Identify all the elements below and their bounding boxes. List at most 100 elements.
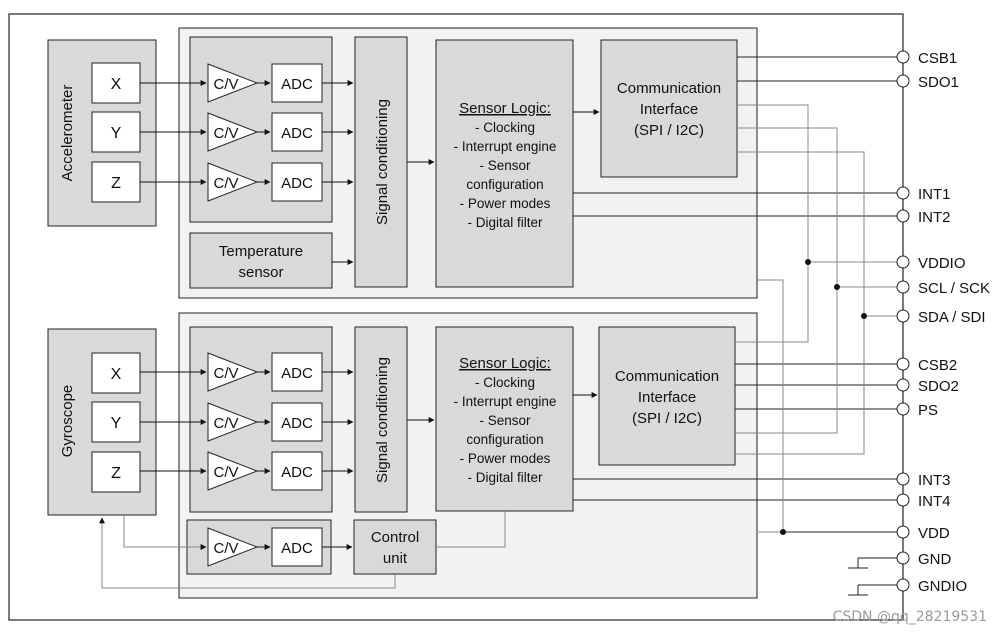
pin-int3-label: INT3 xyxy=(918,472,951,489)
pin-vddio-label: VDDIO xyxy=(918,255,966,272)
pin-int2-label: INT2 xyxy=(918,209,951,226)
junction-dots xyxy=(780,259,867,535)
pin-int4: INT4 xyxy=(896,493,951,510)
gyro-axis-x-box xyxy=(91,352,141,394)
pin-csb2: CSB2 xyxy=(896,357,957,374)
accel-sensor-logic-block xyxy=(435,39,574,288)
gyro-row-y: C/V ADC xyxy=(207,402,323,442)
gyro-comm-line-1: Communication xyxy=(615,368,719,385)
gyro-axis-z-box xyxy=(91,451,141,493)
pin-int4-label: INT4 xyxy=(918,493,951,510)
gyro-logic-line-4: configuration xyxy=(466,432,543,447)
accel-row-x: C/V ADC xyxy=(207,63,323,103)
gyro-comm-line-2: Interface xyxy=(638,389,696,406)
bus-wiring xyxy=(735,104,897,533)
control-unit-block xyxy=(353,519,437,575)
gyro-adc-x: ADC xyxy=(281,365,313,382)
accel-signal-arrows xyxy=(140,80,600,265)
pin-int2: INT2 xyxy=(896,209,951,226)
accel-adc-z: ADC xyxy=(281,175,313,192)
pin-scl-sck: SCL / SCK xyxy=(896,280,990,297)
gyro-axis-z: Z xyxy=(111,465,121,482)
accel-comm-line-2: Interface xyxy=(640,101,698,118)
control-unit-label-2: unit xyxy=(383,550,408,567)
gyro-logic-line-1: - Clocking xyxy=(475,375,535,390)
accel-cv-z: C/V xyxy=(213,175,238,192)
pin-ps: PS xyxy=(896,402,938,419)
gyro-axis-y-box xyxy=(91,401,141,443)
accel-logic-line-3: - Sensor xyxy=(479,158,531,173)
accel-row-y: C/V ADC xyxy=(207,112,323,152)
gyro-cv-x: C/V xyxy=(213,365,238,382)
control-unit-label-1: Control xyxy=(371,529,419,546)
watermark: CSDN @qq_28219531 xyxy=(833,609,987,625)
accel-sensor-logic-title: Sensor Logic: xyxy=(459,100,551,117)
pin-int1-label: INT1 xyxy=(918,186,951,203)
temperature-sensor-label-1: Temperature xyxy=(219,243,303,260)
gyro-sensor-logic-title: Sensor Logic: xyxy=(459,355,551,372)
gyro-logic-line-2: - Interrupt engine xyxy=(454,394,557,409)
gyro-drive-cv: C/V xyxy=(213,540,238,557)
accel-signal-conditioning-block xyxy=(354,36,408,288)
ground-symbols xyxy=(848,557,897,596)
accel-axis-y: Y xyxy=(111,125,122,142)
pin-sda-sdi: SDA / SDI xyxy=(896,309,986,326)
pin-int3: INT3 xyxy=(896,472,951,489)
gyro-signal-conditioning-label: Signal conditioning xyxy=(374,357,391,483)
gyroscope-section: Gyroscope X Y Z C/V ADC C/V ADC C/V ADC xyxy=(47,312,758,599)
pin-csb2-label: CSB2 xyxy=(918,357,957,374)
gyro-comm-line-3: (SPI / I2C) xyxy=(632,410,702,427)
gyro-logic-line-6: - Digital filter xyxy=(467,470,543,485)
pin-csb1-label: CSB1 xyxy=(918,50,957,67)
pin-csb1: CSB1 xyxy=(896,50,957,67)
gyro-adc-y: ADC xyxy=(281,415,313,432)
accel-logic-line-2: - Interrupt engine xyxy=(454,139,557,154)
accelerometer-section: Accelerometer X Y Z C/V ADC C/V ADC C/V … xyxy=(47,27,758,299)
accel-comm-line-3: (SPI / I2C) xyxy=(634,122,704,139)
pin-ps-label: PS xyxy=(918,402,938,419)
pin-vdd: VDD xyxy=(896,525,950,542)
accel-axis-x: X xyxy=(111,76,122,93)
gyro-row-x: C/V ADC xyxy=(207,352,323,392)
accel-signal-conditioning-label: Signal conditioning xyxy=(374,99,391,225)
pin-sdo2: SDO2 xyxy=(896,378,959,395)
accel-logic-line-5: - Power modes xyxy=(460,196,551,211)
pins: CSB1 SDO1 INT1 INT2 VDDIO SCL / SCK SDA … xyxy=(896,50,990,595)
pin-sdo1: SDO1 xyxy=(896,74,959,91)
gyro-logic-line-3: - Sensor xyxy=(479,413,531,428)
accel-cv-x: C/V xyxy=(213,76,238,93)
pin-wiring xyxy=(573,56,897,533)
pin-sdo2-label: SDO2 xyxy=(918,378,959,395)
gyro-adc-z: ADC xyxy=(281,464,313,481)
pin-gnd: GND xyxy=(896,551,952,568)
accel-axis-y-box xyxy=(91,111,141,153)
gyro-cv-z: C/V xyxy=(213,464,238,481)
accel-logic-line-6: - Digital filter xyxy=(467,215,543,230)
gyroscope-label: Gyroscope xyxy=(59,385,76,458)
gyro-logic-line-5: - Power modes xyxy=(460,451,551,466)
pin-vddio: VDDIO xyxy=(896,255,966,272)
gyro-row-z: C/V ADC xyxy=(207,451,323,491)
pin-gnd-label: GND xyxy=(918,551,952,568)
gyro-cv-y: C/V xyxy=(213,415,238,432)
gyro-axis-x: X xyxy=(111,366,122,383)
accel-comm-line-1: Communication xyxy=(617,80,721,97)
gyro-drive-adc: ADC xyxy=(281,540,313,557)
pin-scl-sck-label: SCL / SCK xyxy=(918,280,990,297)
gyro-drive-cv-shape xyxy=(207,527,259,567)
pin-int1: INT1 xyxy=(896,186,951,203)
accel-logic-line-1: - Clocking xyxy=(475,120,535,135)
accelerometer-label: Accelerometer xyxy=(59,85,76,182)
accel-axis-z: Z xyxy=(111,175,121,192)
accel-adc-y: ADC xyxy=(281,125,313,142)
accel-communication-interface-block xyxy=(600,39,738,178)
gyro-signal-arrows xyxy=(99,369,598,589)
temperature-sensor-block xyxy=(189,232,333,289)
accel-adc-x: ADC xyxy=(281,76,313,93)
accel-row-z: C/V ADC xyxy=(207,162,323,202)
pin-vdd-label: VDD xyxy=(918,525,950,542)
temperature-sensor-label-2: sensor xyxy=(238,264,283,281)
pin-gndio-label: GNDIO xyxy=(918,578,967,595)
